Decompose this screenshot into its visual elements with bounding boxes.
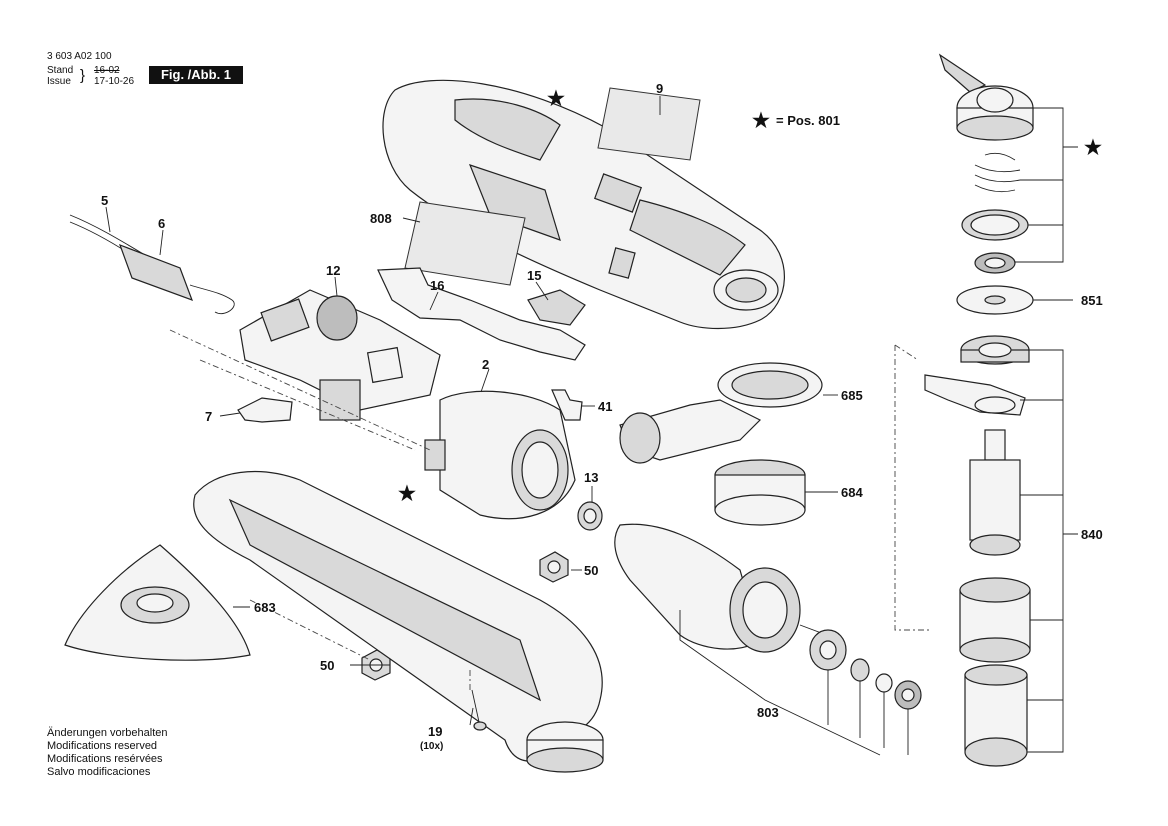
- label-7: 7: [205, 409, 212, 424]
- stand-value: 16-02: [94, 65, 120, 76]
- slide-button: [527, 289, 586, 326]
- stand-label: Stand: [47, 65, 74, 76]
- label-9-sticker: [597, 87, 701, 161]
- label-15: 15: [527, 268, 541, 283]
- adapter-684: [714, 459, 806, 526]
- label-851: 851: [1081, 293, 1103, 308]
- label-19: 19: [428, 724, 442, 739]
- label-685: 685: [841, 388, 863, 403]
- star-top-housing: ★: [547, 88, 565, 110]
- label-12: 12: [326, 263, 340, 278]
- label-803: 803: [757, 705, 779, 720]
- label-808-sticker: [404, 201, 526, 286]
- figure-label: Fig. /Abb. 1: [149, 66, 243, 84]
- armature: [614, 523, 841, 653]
- note-en: Modifications reserved: [47, 740, 158, 752]
- label-840: 840: [1081, 527, 1103, 542]
- label-9: 9: [656, 81, 663, 96]
- label-6: 6: [158, 216, 165, 231]
- label-50-upper: 50: [584, 563, 598, 578]
- label-16: 16: [430, 278, 444, 293]
- housing-bottom: [193, 470, 604, 773]
- housing-top: [382, 79, 785, 330]
- issue-value: 17-10-26: [94, 76, 135, 87]
- label-683: 683: [254, 600, 276, 615]
- label-684: 684: [841, 485, 863, 500]
- leader-lines: [105, 96, 1078, 756]
- label-41: 41: [598, 399, 612, 414]
- note-de: Änderungen vorbehalten: [47, 727, 168, 739]
- label-19-qty: (10x): [420, 741, 443, 752]
- power-cable: [69, 214, 235, 314]
- brace: }: [80, 67, 86, 84]
- screw-19: [471, 689, 487, 731]
- switch-rail: [377, 267, 586, 361]
- assembly-line-6: [894, 344, 919, 361]
- washer: [875, 673, 893, 693]
- star-bottom-housing: ★: [398, 483, 416, 505]
- stator: [424, 390, 576, 520]
- notes: Änderungen vorbehalten Modifications res…: [47, 727, 167, 779]
- assembly-line-5: [894, 345, 930, 631]
- legend-star: ★: [752, 110, 770, 132]
- label-808: 808: [370, 211, 392, 226]
- sanding-plate: [64, 544, 251, 661]
- part-7: [237, 397, 293, 423]
- switch-assembly: [239, 289, 441, 421]
- dust-adapter: [619, 362, 823, 464]
- star-right-group: ★: [1084, 137, 1102, 159]
- assembly-line-1: [169, 329, 431, 451]
- legend-text: = Pos. 801: [776, 113, 840, 128]
- part-number: 3 603 A02 100: [47, 51, 112, 62]
- label-5: 5: [101, 193, 108, 208]
- right-column: [924, 53, 1034, 767]
- label-50-lower: 50: [320, 658, 334, 673]
- note-fr: Modifications resérvées: [47, 753, 163, 765]
- bushing: [850, 658, 870, 682]
- label-2: 2: [482, 357, 489, 372]
- assembly-line-2: [199, 359, 416, 451]
- note-es: Salvo modificaciones: [47, 766, 151, 778]
- issue-label: Issue: [47, 76, 71, 87]
- part-41: [551, 389, 583, 421]
- label-13: 13: [584, 470, 598, 485]
